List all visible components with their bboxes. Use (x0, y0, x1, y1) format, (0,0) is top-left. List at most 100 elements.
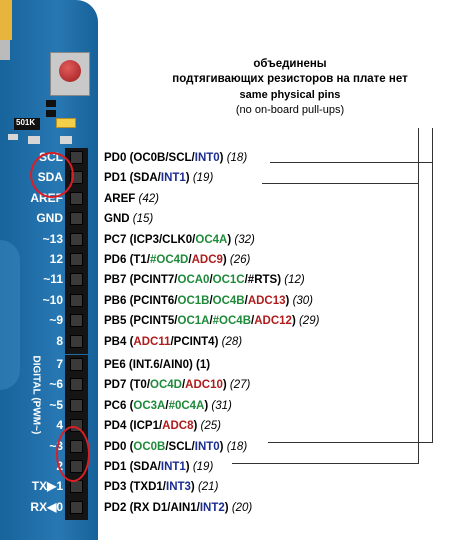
smd-component-3 (8, 134, 18, 140)
bottom-pinhole-2 (70, 398, 83, 412)
wire-sda-top-horizontal (262, 183, 418, 184)
top-pinhole-6 (70, 273, 83, 287)
note-joined: объединены (253, 58, 327, 70)
top-silk-label: ~10 (42, 292, 63, 307)
pin-label-part: ADC8 (162, 420, 194, 433)
wire-scl-top-horizontal (270, 162, 432, 163)
pin-label-part: PB5 (PCINT5/ (104, 315, 178, 328)
pin-label-part: PD2 (RX D1/AIN1/ (104, 501, 200, 514)
note-no-pullups-en: (no on-board pull-ups) (235, 104, 345, 116)
pin-label-part: (42) (138, 192, 159, 205)
pin-label-part: (21) (197, 481, 219, 494)
pin-label-part: PD7 (T0/ (104, 379, 151, 392)
pin-label-part: INT3 (166, 481, 191, 494)
pin-label-part: #OC4B (212, 315, 252, 328)
note-same-pins: same physical pins (239, 89, 341, 101)
pin-label-part: ) (219, 440, 227, 453)
pin-label-part: INT0 (194, 440, 220, 453)
pin-label-part: ) (219, 152, 227, 164)
pin-label-part: PD1 (SDA/ (104, 461, 161, 473)
pin-label-part: (18) (226, 152, 248, 164)
pin-label-part: OC4D (150, 379, 182, 392)
pin-label: PD7 (T0/OC4D/ADC10) (27) (104, 378, 250, 392)
top-pinhole-3 (70, 212, 83, 226)
pin-label-part: INT0 (194, 152, 220, 164)
pin-label-part: (18) (226, 440, 248, 453)
pin-label: PC6 (OC3A/#0C4A) (31) (104, 399, 232, 413)
pin-label: PB5 (PCINT5/OC1A/#OC4B/ADC12) (29) (104, 314, 319, 328)
pin-label-part: PC6 ( (104, 399, 134, 412)
bottom-silk-label: ~5 (49, 397, 63, 412)
top-pinhole-9 (70, 334, 83, 348)
pin-label-part: INT1 (160, 172, 186, 185)
pin-label-part: PB7 (PCINT7/ (104, 274, 178, 287)
pin-label-part: (32) (234, 233, 255, 246)
smd-component-2 (46, 110, 56, 117)
top-silk-label: ~11 (43, 272, 63, 287)
pin-label-part: PB4 ( (104, 335, 134, 348)
pin-label: GND (15) (104, 212, 153, 226)
pin-label: PD1 (SDA/INT1) (19) (104, 171, 213, 185)
pin-label: AREF (42) (104, 192, 159, 206)
top-pinhole-4 (70, 232, 83, 246)
pin-label-part: PD0 ( (104, 440, 134, 453)
pin-label: PC7 (ICP3/CLK0/OC4A) (32) (104, 233, 255, 247)
pin-label-part: / (251, 315, 255, 328)
top-pinhole-0 (70, 151, 83, 164)
pin-label: PD2 (RX D1/AIN1/INT2) (20) (104, 501, 252, 515)
pin-label-part: (15) (132, 213, 154, 226)
bottom-silk-label: 7 (56, 357, 63, 371)
pin-label-part: / (244, 294, 248, 307)
digital-pwm-label: DIGITAL (PWM~) (22, 356, 42, 480)
pin-label-part: ) (222, 379, 230, 392)
pin-label: PB6 (PCINT6/OC1B/OC4B/ADC13) (30) (104, 294, 313, 308)
pin-label-part: ) (204, 399, 212, 412)
top-silk-label: ~13 (42, 231, 63, 246)
pin-label: PD6 (T1/#OC4D/ADC9) (26) (104, 253, 250, 267)
bottom-pinhole-6 (70, 480, 83, 494)
pin-label-part: OCA0 (177, 274, 210, 287)
pin-label-part: OC4B (212, 294, 245, 307)
pin-label-part: ADC12 (254, 315, 292, 328)
pin-label-part: OC4A (195, 233, 228, 246)
pin-label-part: INT2 (199, 501, 225, 514)
pin-label-part: /PCINT4) (170, 335, 222, 348)
smd-component-4 (28, 136, 40, 144)
pin-label-part: AREF (104, 192, 139, 205)
pin-label-part: (28) (221, 335, 243, 348)
pin-label-part: / (209, 315, 213, 328)
top-pinhole-5 (70, 253, 83, 266)
pin-label-part: PD3 (TXD1/ (104, 481, 166, 494)
pin-label-part: #0C4A (168, 399, 205, 412)
pin-label-part: ) (224, 501, 232, 514)
highlight-circle-scl-sda (30, 152, 74, 198)
pin-label-part: / (188, 254, 192, 266)
pin-label-part: ADC10 (185, 379, 223, 392)
pin-label-part: INT1 (160, 461, 186, 473)
pin-label: PD1 (SDA/INT1) (19) (104, 460, 213, 474)
usb-connector-metal (0, 40, 10, 60)
bottom-silk-label: TX▶1 (31, 479, 63, 494)
pin-label: PB7 (PCINT7/OCA0/OC1C/#RTS) (12) (104, 273, 305, 287)
resistor-501k: 501K (14, 118, 40, 130)
resistor-code-text: 501K (16, 118, 36, 127)
bottom-pinhole-7 (70, 500, 83, 514)
top-pinhole-7 (70, 293, 83, 307)
pin-label-part: #OC4D (150, 254, 189, 266)
bottom-silk-label: ~6 (49, 377, 63, 392)
bottom-pinhole-1 (70, 378, 83, 392)
reset-button-base (50, 52, 90, 96)
wire-sda-bottom-horizontal (232, 463, 419, 464)
smd-component-5 (60, 136, 72, 144)
pin-label-part: ) (185, 461, 193, 473)
pin-label: PE6 (INT.6/AIN0) (1) (104, 358, 210, 372)
pin-label-part: (19) (192, 172, 214, 185)
board-logo-shape (0, 240, 20, 390)
pin-label-part: OC1A (177, 315, 210, 328)
pin-label-part: OC1B (177, 294, 210, 307)
pin-label-part: (26) (229, 254, 251, 266)
bottom-silk-label: RX◀0 (30, 499, 63, 514)
wire-scl-vertical (432, 128, 433, 442)
pin-label-part: (29) (298, 315, 320, 328)
pin-label-part: ) (190, 481, 198, 494)
